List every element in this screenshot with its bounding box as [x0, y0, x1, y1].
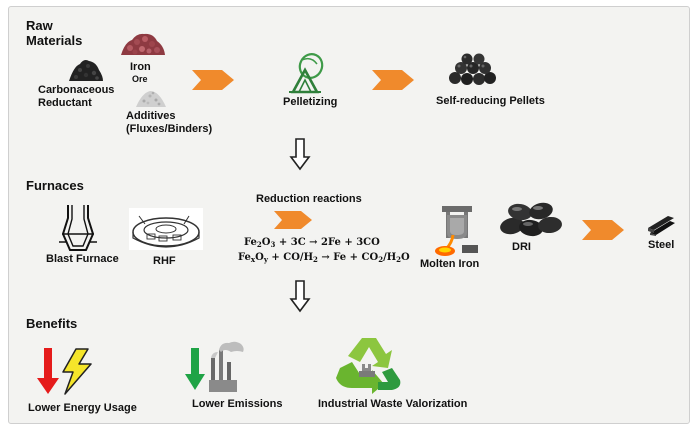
pelletizing-label: Pelletizing: [283, 96, 338, 108]
ladle-pouring-icon: [432, 205, 482, 257]
rhf-label: RHF: [153, 255, 176, 267]
eq2-sub2c: 2: [396, 255, 402, 264]
outline-down-arrow-icon: [289, 138, 311, 171]
eq2-suby: y: [263, 255, 268, 264]
additives-label: Additives (Fluxes/Binders): [126, 110, 212, 136]
eq2-slash: /H: [383, 252, 397, 263]
additives-line1: Additives: [126, 110, 176, 122]
carbonaceous-label: Carbonaceous Reductant: [38, 84, 114, 110]
dri-briquettes-icon: [498, 200, 564, 238]
eq2-subx: x: [250, 255, 256, 264]
pelletizer-disc-icon: [287, 52, 327, 94]
down-arrow-smokestack-icon: [185, 340, 253, 392]
recycle-icon: [334, 334, 404, 396]
eq2-sub2b: 2: [378, 255, 384, 264]
furnaces-heading: Furnaces: [26, 178, 84, 193]
coal-pile-icon: [68, 56, 104, 82]
eq1-sub3: 3: [270, 240, 276, 249]
steel-beams-icon: [646, 214, 676, 236]
rotary-hearth-furnace-icon: [129, 208, 203, 250]
eq2-end: O: [401, 252, 410, 263]
molten-iron-label: Molten Iron: [420, 258, 480, 270]
raw-heading-line2: Materials: [26, 33, 83, 48]
raw-heading-line1: Raw: [26, 18, 53, 33]
pellet-pile-icon: [446, 53, 498, 86]
blast-furnace-label: Blast Furnace: [46, 253, 119, 265]
steel-label: Steel: [648, 239, 675, 251]
eq2-mid: + CO/H: [267, 252, 314, 263]
lower-emissions-label: Lower Emissions: [192, 398, 283, 410]
eq2-o: O: [255, 252, 264, 263]
eq2-fe: Fe: [238, 252, 251, 263]
chevron-arrow-right-icon: [372, 70, 414, 90]
benefits-heading: Benefits: [26, 316, 78, 331]
lower-energy-label: Lower Energy Usage: [28, 402, 137, 414]
iron-line2: Ore: [132, 74, 148, 84]
eq1-fe: Fe: [244, 237, 257, 248]
chevron-arrow-right-icon: [274, 211, 312, 229]
iron-ore-label: Iron Ore: [130, 61, 151, 85]
additives-line2: (Fluxes/Binders): [126, 123, 213, 135]
chevron-arrow-right-icon: [192, 70, 234, 90]
dri-label: DRI: [512, 241, 531, 253]
down-arrow-lightning-icon: [36, 348, 94, 396]
eq2-sub2a: 2: [313, 255, 318, 264]
iron-ore-pile-icon: [120, 30, 166, 56]
carbonaceous-line1: Carbonaceous: [38, 84, 115, 96]
chevron-arrow-right-icon: [582, 220, 624, 240]
outline-down-arrow-icon: [289, 280, 311, 313]
waste-valorization-label: Industrial Waste Valorization: [318, 398, 468, 410]
iron-line1: Iron: [130, 61, 151, 73]
pellets-label: Self-reducing Pellets: [436, 95, 545, 107]
equation-hematite-carbon: Fe2O3 + 3C → 2Fe + 3CO: [244, 236, 380, 249]
raw-materials-heading: Raw Materials: [26, 18, 82, 48]
eq2-arrow: → Fe + CO: [317, 252, 379, 263]
diagram-frame: [8, 6, 690, 424]
equation-ironoxide-gas: FexOy + CO/H2 → Fe + CO2/H2O: [238, 251, 410, 264]
blast-furnace-icon: [58, 204, 98, 252]
reduction-reactions-title: Reduction reactions: [256, 193, 362, 205]
eq1-o: O: [261, 237, 271, 248]
eq1-sub2: 2: [256, 240, 262, 249]
carbonaceous-line2: Reductant: [38, 97, 92, 109]
powder-pile-icon: [135, 86, 167, 108]
eq1-rest: + 3C → 2Fe + 3CO: [275, 237, 380, 248]
